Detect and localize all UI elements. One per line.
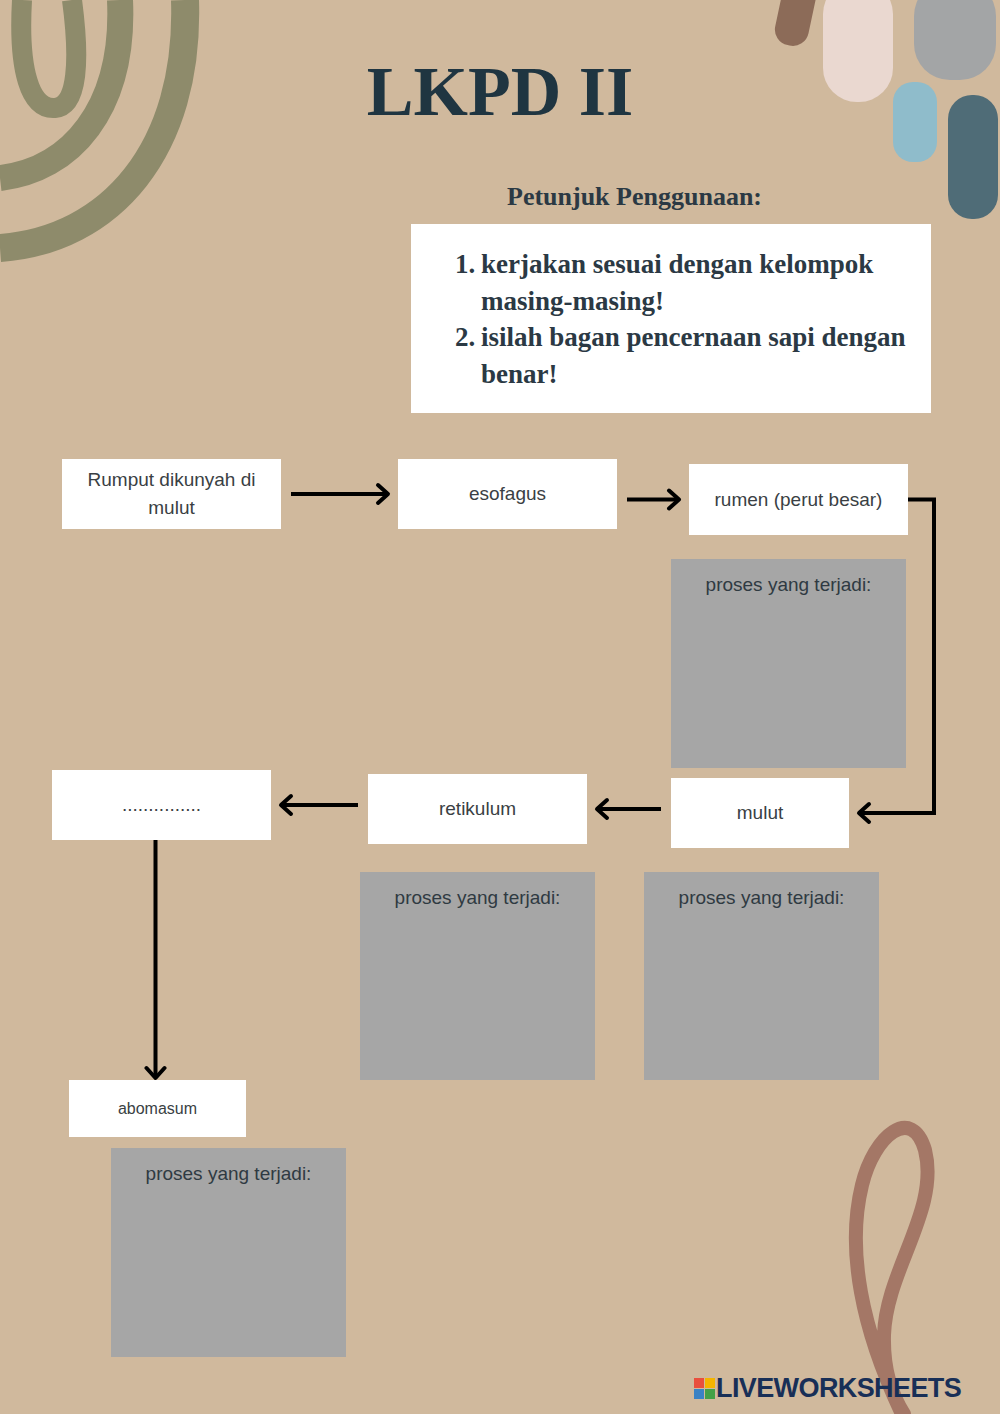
- blank-box: ...............: [52, 770, 271, 840]
- instruction-item: 1.kerjakan sesuai dengan kelompok masing…: [455, 246, 911, 319]
- text-holder: abomasum: [118, 1097, 197, 1120]
- instruction-heading: Petunjuk Penggunaan:: [507, 182, 762, 212]
- answer-box: proses yang terjadi:: [671, 559, 906, 768]
- flow-arrow: [154, 840, 158, 1078]
- organ-label: rumen (perut besar): [715, 486, 883, 514]
- process-box: rumen (perut besar): [689, 464, 908, 535]
- item-number: 2.: [455, 319, 481, 392]
- organ-label: mulut: [737, 799, 783, 827]
- instruction-box: Petunjuk Penggunaan:1.kerjakan sesuai de…: [411, 224, 931, 413]
- answer-prompt: proses yang terjadi:: [121, 1162, 336, 1187]
- text-holder: Rumput dikunyah di mulut: [72, 466, 271, 521]
- instruction-item: 2.isilah bagan pencernaan sapi dengan be…: [455, 319, 911, 392]
- text-holder: proses yang terjadi:: [370, 886, 585, 911]
- item-number: 1.: [455, 246, 481, 319]
- text-holder: retikulum: [439, 795, 516, 823]
- watermark: LIVEWORKSHEETS: [716, 1373, 961, 1404]
- process-box: mulut: [671, 778, 849, 848]
- text-holder: proses yang terjadi:: [654, 886, 869, 911]
- answer-box: proses yang terjadi:: [644, 872, 879, 1080]
- text-holder: ...............: [122, 791, 201, 819]
- flow-arrow: [281, 803, 358, 807]
- olive-arcs: [0, 0, 185, 248]
- text-holder: mulut: [737, 799, 783, 827]
- organ-label: retikulum: [439, 795, 516, 823]
- text-holder: proses yang terjadi:: [121, 1162, 336, 1187]
- organ-label: ...............: [122, 791, 201, 819]
- flow-arrow: [597, 807, 661, 811]
- process-box: abomasum: [69, 1080, 246, 1137]
- process-box: retikulum: [368, 774, 587, 844]
- answer-box: proses yang terjadi:: [360, 872, 595, 1080]
- text-holder: proses yang terjadi:: [681, 573, 896, 598]
- organ-label: abomasum: [118, 1097, 197, 1120]
- brown-squiggle: [856, 1128, 928, 1414]
- answer-prompt: proses yang terjadi:: [681, 573, 896, 598]
- process-box: Rumput dikunyah di mulut: [62, 459, 281, 529]
- text-holder: esofagus: [469, 480, 546, 508]
- item-text: isilah bagan pencernaan sapi dengan bena…: [481, 319, 911, 392]
- page-title: LKPD II: [200, 52, 800, 132]
- brush-strokes: [772, 0, 998, 219]
- item-text: kerjakan sesuai dengan kelompok masing-m…: [481, 246, 911, 319]
- flow-arrow: [291, 492, 388, 496]
- flow-arrow: [627, 498, 679, 502]
- process-box: esofagus: [398, 459, 617, 529]
- watermark-logo: [694, 1378, 715, 1399]
- text-holder: rumen (perut besar): [715, 486, 883, 514]
- organ-label: Rumput dikunyah di mulut: [72, 466, 271, 521]
- answer-prompt: proses yang terjadi:: [654, 886, 869, 911]
- answer-prompt: proses yang terjadi:: [370, 886, 585, 911]
- answer-box: proses yang terjadi:: [111, 1148, 346, 1357]
- organ-label: esofagus: [469, 480, 546, 508]
